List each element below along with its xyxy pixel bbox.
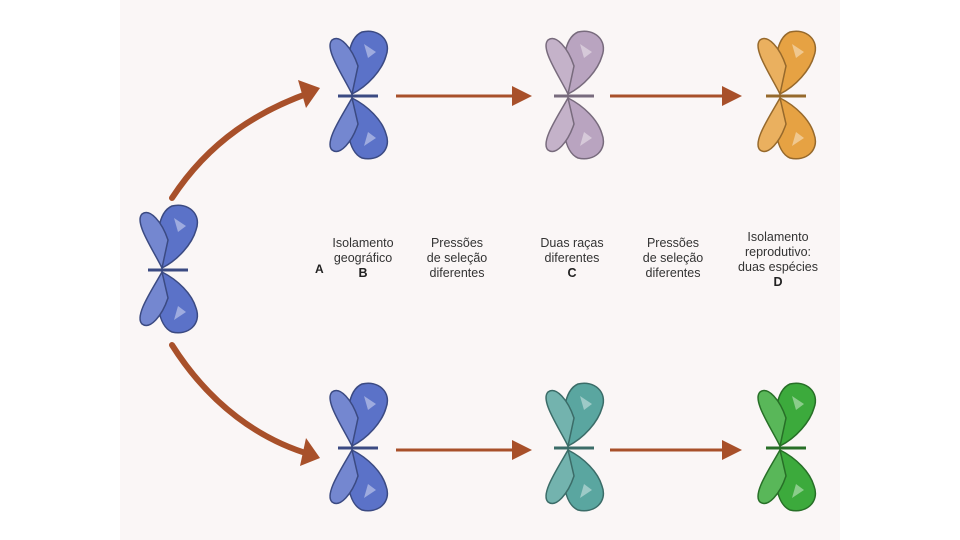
arrow-top-c-d-head [722, 86, 742, 106]
split-arrow-top-head [298, 80, 320, 108]
split-arrow-bottom [169, 342, 315, 458]
caption-d-line-2: reprodutivo: [744, 245, 812, 259]
caption-d-line-3: duas espécies [738, 260, 818, 274]
speciation-diagram-panel: A Isolamento geográfico B Pressões de se… [120, 0, 840, 540]
caption-d-letter: D [773, 275, 783, 289]
caption-c: Duas raças diferentes C [540, 236, 603, 281]
caption-pressure-2-line-1: Pressões [646, 236, 700, 250]
caption-b-line-2: geográfico [333, 251, 393, 265]
caption-pressure-1-line-2: de seleção [426, 251, 488, 265]
butterfly-top-c [545, 30, 605, 160]
caption-d-line-1: Isolamento [747, 230, 809, 244]
split-arrow-top [169, 89, 315, 201]
arrow-top-b-c-head [512, 86, 532, 106]
butterfly-top-b [329, 30, 389, 160]
caption-c-line-1: Duas raças [540, 236, 604, 250]
label-a: A [315, 262, 324, 276]
speciation-diagram [139, 30, 817, 512]
caption-pressure-2-line-2: de seleção [642, 251, 704, 265]
caption-c-line-2: diferentes [544, 251, 600, 265]
butterfly-origin [139, 204, 199, 334]
split-arrow-bottom-head [300, 438, 320, 466]
caption-pressure-2: Pressões de seleção diferentes [643, 236, 703, 281]
butterfly-top-d [757, 30, 817, 160]
caption-pressure-1-line-1: Pressões [430, 236, 484, 250]
butterfly-bottom-b [329, 382, 389, 512]
caption-b: Isolamento geográfico B [332, 236, 393, 281]
caption-pressure-2-line-3: diferentes [645, 266, 701, 280]
butterfly-bottom-d [757, 382, 817, 512]
caption-b-line-1: Isolamento [332, 236, 394, 250]
caption-b-letter: B [358, 266, 368, 280]
arrow-bottom-c-d-head [722, 440, 742, 460]
caption-pressure-1-line-3: diferentes [429, 266, 485, 280]
caption-d: Isolamento reprodutivo: duas espécies D [738, 230, 818, 290]
caption-c-letter: C [567, 266, 577, 280]
arrow-bottom-b-c-head [512, 440, 532, 460]
caption-pressure-1: Pressões de seleção diferentes [427, 236, 487, 281]
butterfly-bottom-c [545, 382, 605, 512]
